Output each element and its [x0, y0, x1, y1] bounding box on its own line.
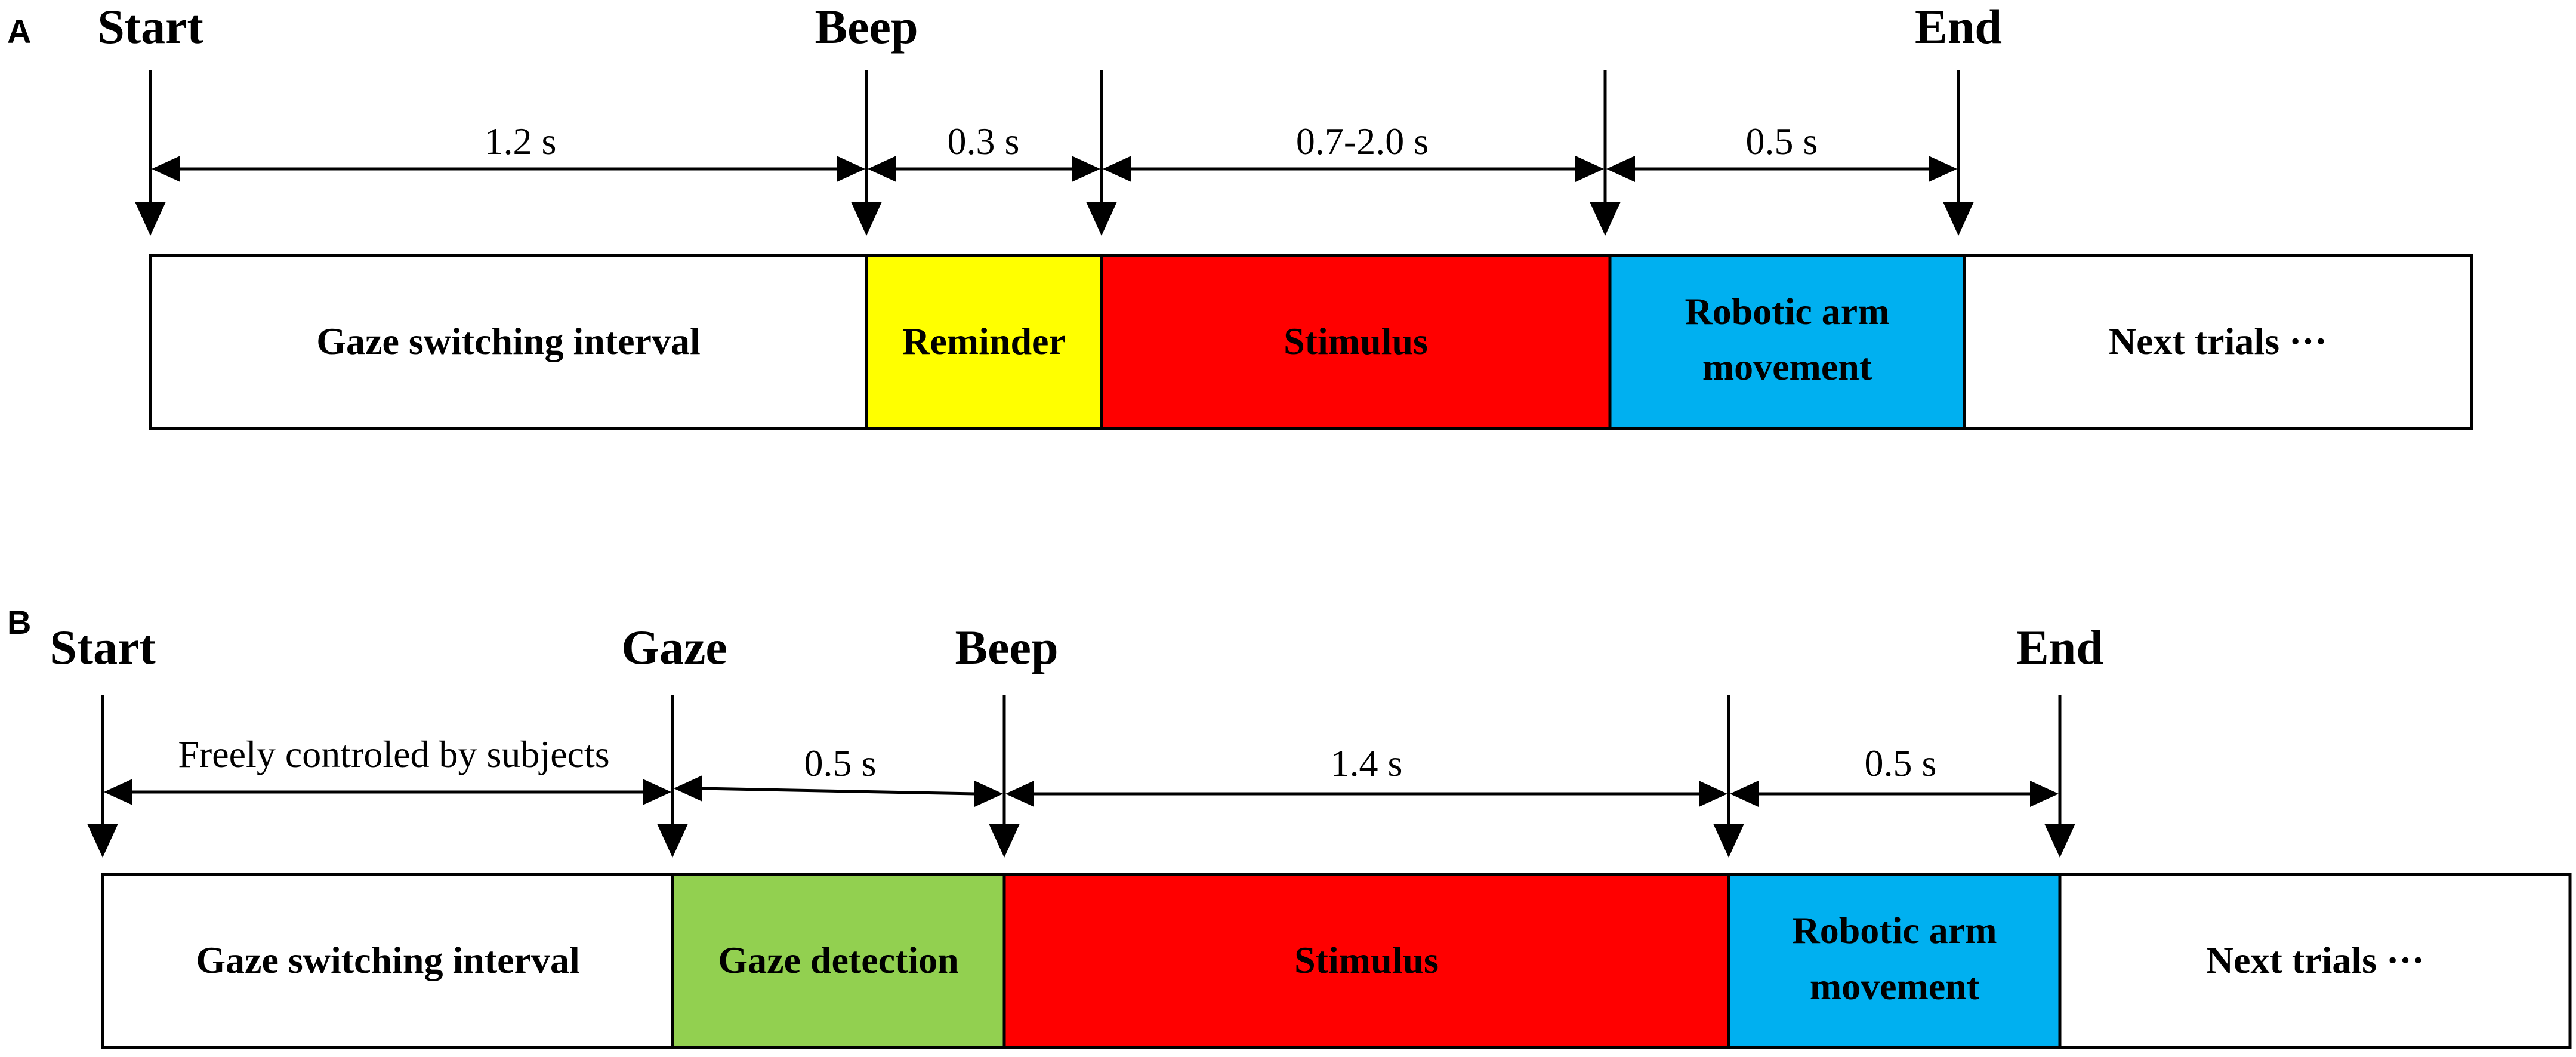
panel-a-segment-next-trials-label: Next trials ···	[2109, 320, 2327, 362]
panel-b-duration-3: 1.4 s	[1331, 742, 1403, 784]
panel-a-duration-3: 0.7-2.0 s	[1296, 120, 1429, 162]
panel-b-event-start: Start	[50, 620, 156, 674]
panel-b-duration-arrow-2	[701, 787, 976, 796]
panel-b-segment-stimulus	[1002, 873, 1730, 1049]
panel-b-duration-1: Freely controled by subjects	[178, 733, 609, 775]
panel-a-segment-reminder	[865, 254, 1103, 430]
panel-a-segment-gaze-switching-label: Gaze switching interval	[316, 320, 700, 362]
panel-b-event-end: End	[2016, 620, 2103, 674]
panel-b-segment-next-trials-label: Next trials ···	[2206, 939, 2424, 981]
panel-a-segment-robotic-arm-label-1: Robotic arm	[1685, 290, 1889, 332]
panel-a-duration-1: 1.2 s	[485, 120, 557, 162]
panel-a-segment-next-trials	[1963, 254, 2473, 430]
panel-b-duration-2: 0.5 s	[804, 742, 877, 784]
panel-b-segment-gaze-detection	[671, 873, 1006, 1049]
panel-b-segment-gaze-detection-label: Gaze detection	[718, 939, 958, 981]
panel-a-event-beep: Beep	[815, 0, 918, 54]
panel-a-letter: A	[7, 13, 31, 50]
panel-b-segment-stimulus-label: Stimulus	[1294, 939, 1439, 981]
panel-a-segment-robotic-arm-label-2: movement	[1702, 346, 1872, 388]
panel-b-segment-robotic-arm-label-1: Robotic arm	[1792, 909, 1997, 951]
panel-a-event-start: Start	[97, 0, 203, 54]
panel-a-event-end: End	[1915, 0, 2002, 54]
panel-a-segment-reminder-label: Reminder	[902, 320, 1066, 362]
panel-b-event-gaze: Gaze	[621, 620, 727, 674]
panel-b-segment-next-trials	[2058, 873, 2572, 1049]
panel-a-segment-robotic-arm	[1608, 254, 1966, 430]
panel-b-letter: B	[7, 603, 31, 641]
panel-b: B Start Gaze Beep End	[7, 603, 2572, 1049]
panel-b-segment-gaze-switching-label: Gaze switching interval	[196, 939, 579, 981]
panel-a-segment-stimulus	[1100, 254, 1612, 430]
panel-a-segment-stimulus-label: Stimulus	[1284, 320, 1428, 362]
panel-a-duration-4: 0.5 s	[1746, 120, 1818, 162]
panel-b-segment-robotic-arm	[1727, 873, 2062, 1049]
panel-a-duration-2: 0.3 s	[948, 120, 1020, 162]
panel-a: A Start Beep End	[7, 0, 2473, 430]
panel-b-duration-4: 0.5 s	[1865, 742, 1937, 784]
panel-b-segment-robotic-arm-label-2: movement	[1810, 965, 1980, 1007]
panel-b-event-beep: Beep	[955, 620, 1058, 674]
